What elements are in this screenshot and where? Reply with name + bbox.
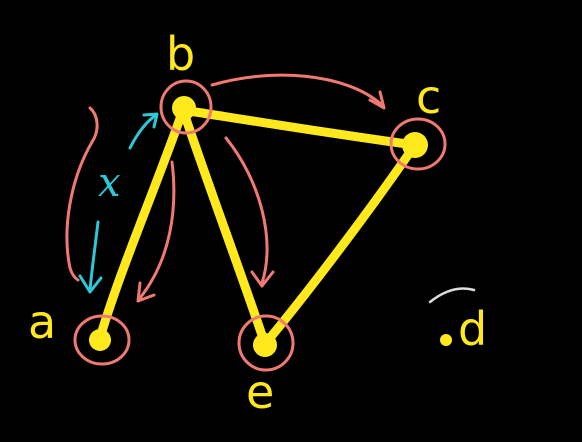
traversal-arrow-b-a-head — [136, 281, 156, 303]
node-dot-b — [172, 96, 196, 120]
node-dot-e — [253, 333, 277, 357]
edge-b-c — [178, 105, 420, 150]
edge-c-e — [260, 140, 420, 349]
node-ring-b — [159, 79, 213, 135]
node-dot-c — [402, 132, 428, 158]
node-ring-e — [237, 314, 295, 372]
node-label-d: d — [458, 302, 487, 356]
node-label-c: c — [416, 70, 441, 124]
node-ring-a — [73, 314, 131, 366]
traversal-arrow-backtrack-a-b — [65, 106, 99, 282]
node-label-a: a — [28, 295, 56, 349]
traversal-arrow-b-e — [224, 136, 269, 285]
traversal-arrow-b-e-head — [250, 270, 275, 288]
node-dot-d — [440, 334, 452, 346]
annotation-arrow-down — [88, 220, 100, 292]
annotation-arrow-up-head — [142, 112, 159, 129]
traversal-arrow-b-c-head — [368, 90, 386, 110]
mark-near-d — [428, 287, 476, 304]
traversal-arrow-b-c — [210, 73, 384, 107]
traversal-arrow-b-a — [138, 160, 176, 300]
edge-a-b — [95, 105, 188, 343]
node-ring-c — [389, 117, 447, 171]
node-dot-a — [89, 329, 111, 351]
annotation-arrow-up — [128, 113, 158, 150]
edge-annotation-x: x — [98, 160, 121, 206]
edge-b-e — [178, 105, 270, 349]
node-label-b: b — [166, 27, 195, 81]
node-label-e: e — [246, 365, 274, 419]
annotation-arrow-down-head — [78, 274, 103, 294]
